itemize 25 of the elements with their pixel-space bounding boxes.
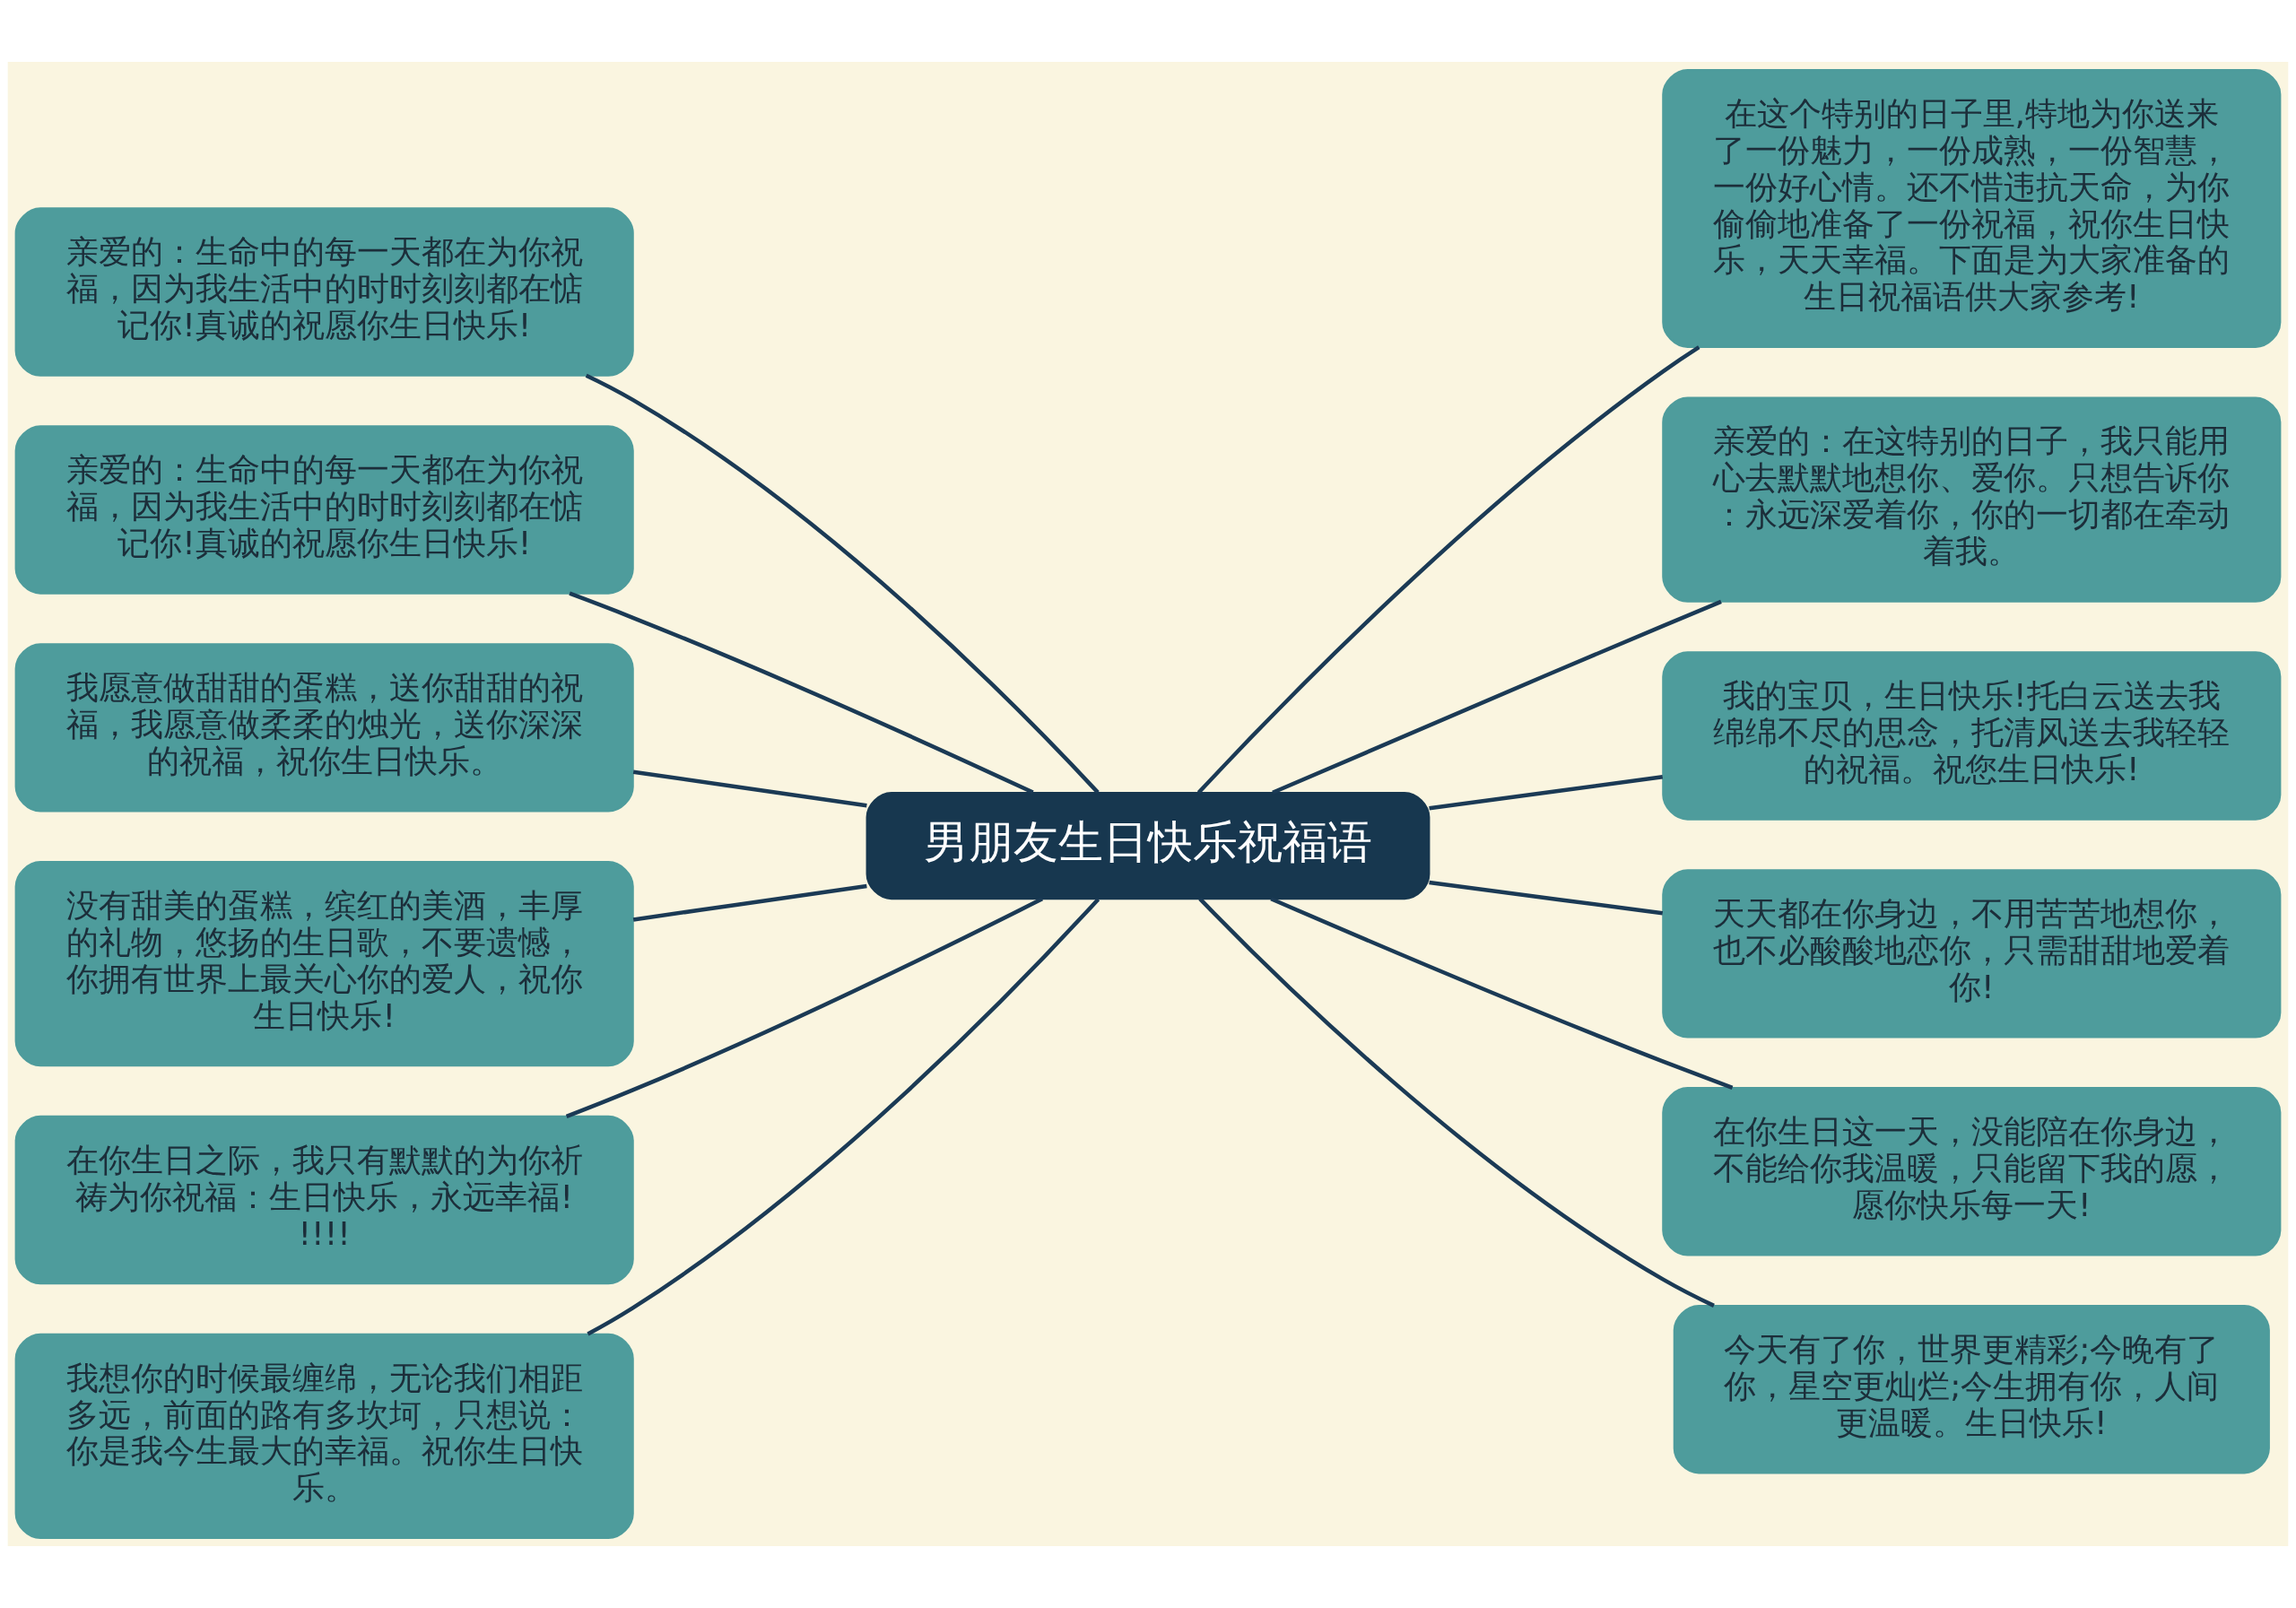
- connector: [565, 897, 1044, 1119]
- connector: [585, 373, 1100, 795]
- node-box: 今天有了你，世界更精彩;今晚有了你，星空更灿烂;今生拥有你，人间更温暖。生日快乐!: [1673, 1304, 2270, 1474]
- node-box: 天天都在你身边，不用苦苦地想你，也不必酸酸地恋你，只需甜甜地爱着你!: [1662, 869, 2282, 1039]
- node-box: 在这个特别的日子里,特地为你送来了一份魅力，一份成熟，一份智慧，一份好心情。还不惜违抗天命，为你偷偷地准备了一份祝福，祝你生日快乐，天天幸福。下面是为大家准备的生日祝福语供大家参考!: [1662, 68, 2282, 348]
- node-box: 没有甜美的蛋糕，缤红的美酒，丰厚的礼物，悠扬的生日歌，不要遗憾，你拥有世界上最关心你的爱人，祝你生日快乐!: [14, 861, 634, 1067]
- connector: [1198, 897, 1715, 1308]
- connector: [1272, 599, 1722, 795]
- connector: [1196, 345, 1700, 795]
- node-box: 我愿意做甜甜的蛋糕，送你甜甜的祝福，我愿意做柔柔的烛光，送你深深的祝福，祝你生日快乐。: [14, 643, 634, 813]
- node-box: 亲爱的：生命中的每一天都在为你祝福，因为我生活中的时时刻刻都在惦记你!真诚的祝愿你生日快乐!: [14, 425, 634, 595]
- node-box: 亲爱的：生命中的每一天都在为你祝福，因为我生活中的时时刻刻都在惦记你!真诚的祝愿你生日快乐!: [14, 207, 634, 377]
- connector: [569, 591, 1034, 795]
- connector: [632, 769, 867, 808]
- connector: [1429, 775, 1664, 811]
- connector: [632, 883, 867, 922]
- node-box: 亲爱的：在这特别的日子，我只能用心去默默地想你、爱你。只想告诉你：永远深爱着你，你的一切都在牵动着我。: [1662, 396, 2282, 603]
- connector: [1270, 897, 1734, 1091]
- node-box: 在你生日这一天，没能陪在你身边，不能给你我温暖，只能留下我的愿，愿你快乐每一天!: [1662, 1087, 2282, 1256]
- node-box: 我的宝贝，生日快乐!托白云送去我绵绵不尽的思念，托清风送去我轻轻的祝福。祝您生日快乐!: [1662, 651, 2282, 821]
- node-box: 在你生日之际，我只有默默的为你祈祷为你祝福：生日快乐，永远幸福!!!!!: [14, 1115, 634, 1285]
- connector: [1429, 880, 1664, 916]
- node-box: 男朋友生日快乐祝福语: [865, 791, 1431, 900]
- node-box: 我想你的时候最缠绵，无论我们相距多远，前面的路有多坎坷，只想说：你是我今生最大的幸福。祝你生日快乐。: [14, 1333, 634, 1540]
- connector: [587, 898, 1100, 1336]
